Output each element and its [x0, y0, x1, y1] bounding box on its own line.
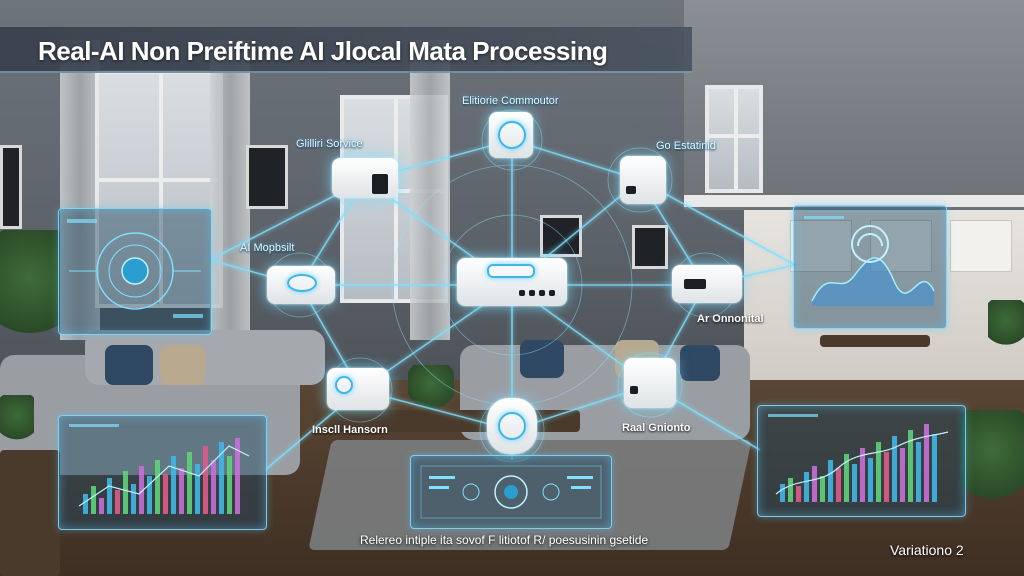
wall-picture [632, 225, 668, 269]
central-hub-device[interactable] [457, 258, 567, 306]
plant [0, 395, 34, 445]
loft-rail [684, 195, 1024, 207]
window [95, 70, 223, 308]
pillow [520, 340, 564, 378]
hologram-panel-bars-left [58, 415, 267, 530]
hub-device-upper-right[interactable] [620, 156, 666, 204]
halo-ring [441, 214, 583, 356]
device-label-right: Ar Onnonital [697, 313, 764, 325]
device-label-top: Elitiorie Commoutor [462, 95, 559, 107]
wall-picture [246, 145, 288, 209]
hologram-panel-bars-right [757, 405, 966, 517]
halo-ring [481, 109, 543, 171]
wall-picture [0, 145, 22, 229]
plant [960, 410, 1024, 510]
hub-device-upper-left[interactable] [332, 158, 398, 198]
curtain [210, 40, 250, 340]
pillow [160, 345, 205, 385]
hub-device-top[interactable] [489, 112, 533, 158]
hub-device-bottom[interactable] [487, 398, 537, 454]
wall-picture [540, 215, 582, 257]
curtain [410, 40, 450, 340]
page-title: Real-AI Non Preiftime AI Jlocal Mata Pro… [38, 36, 608, 66]
device-label-lower-left: Inscll Hansorn [312, 424, 388, 436]
device-label-upper-left: Glilliri Sorvice [296, 138, 363, 150]
hub-device-left[interactable] [267, 266, 335, 304]
pillow [680, 345, 720, 381]
bar-chart-graphic [69, 424, 250, 514]
device-label-lower-right: Raal Gnionto [622, 422, 691, 434]
curtain [60, 40, 100, 340]
plant [988, 300, 1024, 350]
variation-watermark: Variationo 2 [890, 542, 964, 558]
link-line [511, 139, 641, 181]
hologram-panel-console [410, 455, 612, 529]
halo-ring [617, 352, 683, 418]
bar-chart-graphic [768, 414, 949, 502]
plant [408, 365, 454, 411]
hologram-panel-wave [793, 205, 947, 329]
cabinet [790, 220, 852, 272]
dining-table [820, 335, 930, 347]
hub-device-lower-right[interactable] [624, 358, 676, 408]
side-table [0, 450, 60, 576]
device-label-upper-right: Go Estatinid [656, 140, 716, 152]
halo-ring [607, 147, 673, 213]
wave-chart-graphic [804, 216, 935, 306]
plant [0, 230, 60, 350]
hub-device-right[interactable] [672, 265, 742, 303]
caption-text: Relereo intiple ita sovof F litiotof R/ … [360, 533, 649, 547]
hub-device-lower-left[interactable] [327, 368, 389, 410]
pillow [105, 345, 153, 385]
console-graphic [420, 465, 602, 519]
loft-window [705, 85, 763, 193]
hologram-panel-radar [58, 208, 212, 335]
radar-graphic [67, 219, 203, 318]
cabinet [950, 220, 1012, 272]
title-banner [0, 27, 692, 73]
device-label-left: AI Mopbsilt [240, 242, 295, 254]
